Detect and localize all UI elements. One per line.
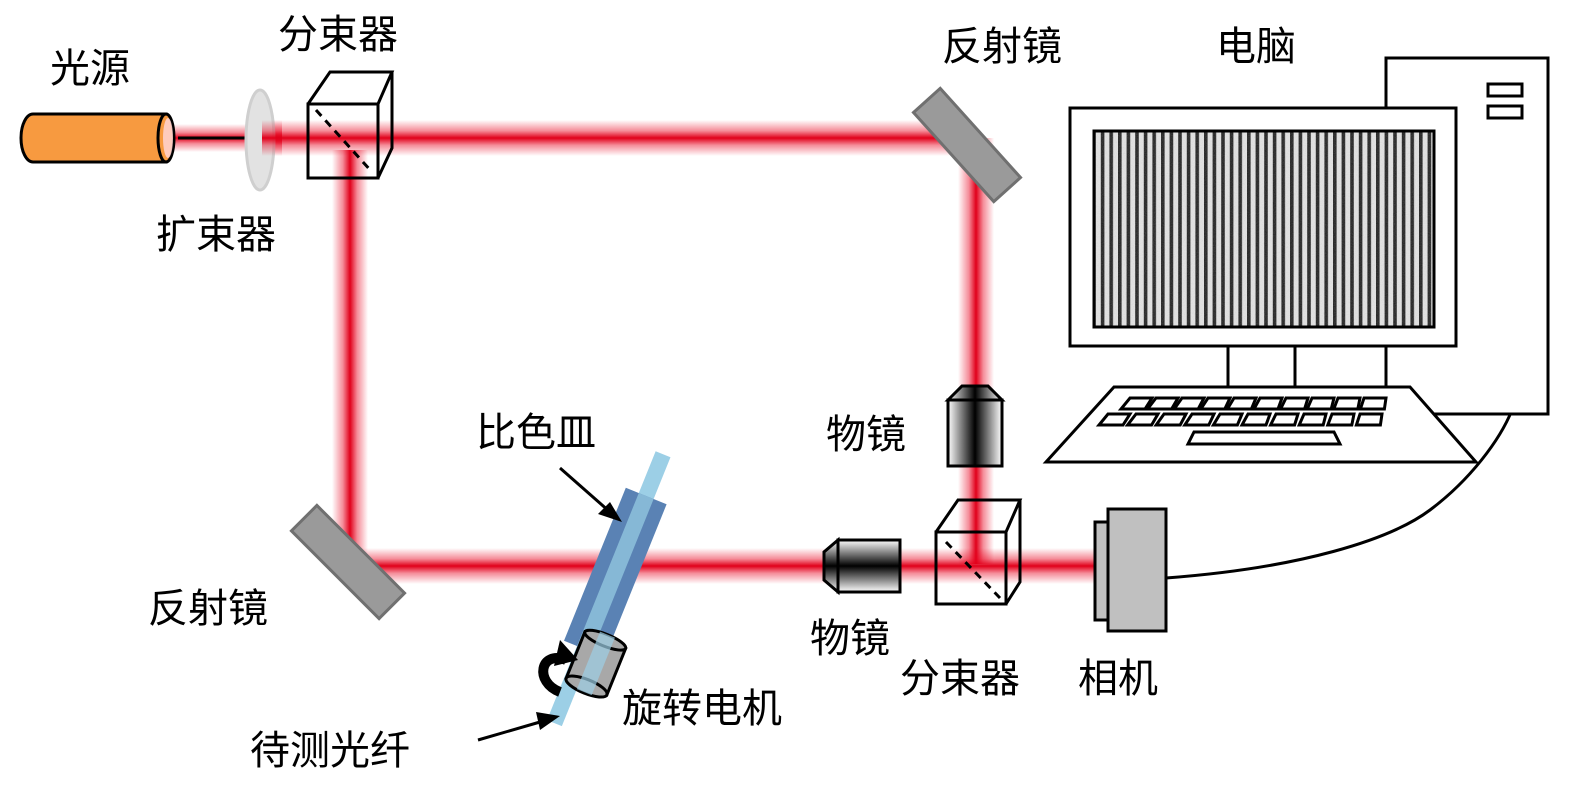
label-mirror-bottom: 反射镜 — [148, 586, 268, 632]
keyboard-key — [1304, 396, 1336, 411]
drive-bay-1 — [1486, 82, 1524, 98]
keyboard-key — [1239, 412, 1273, 427]
beam-splitter-1 — [306, 70, 395, 180]
label-cuvette: 比色皿 — [476, 410, 596, 456]
label-fiber-under-test: 待测光纤 — [250, 728, 410, 774]
camera — [1093, 507, 1168, 633]
label-camera: 相机 — [1078, 656, 1158, 702]
beam-expander — [244, 88, 282, 192]
computer — [1042, 56, 1550, 464]
objective-2 — [822, 536, 902, 596]
label-objective-bottom: 物镜 — [810, 616, 890, 662]
monitor-screen-fringes — [1092, 129, 1436, 329]
keyboard-key — [1278, 396, 1311, 411]
keyboard-spacebar — [1185, 430, 1343, 446]
keyboard-key — [1251, 396, 1285, 411]
keyboard-key — [1171, 396, 1207, 411]
light-source — [19, 112, 176, 164]
keyboard-key — [1124, 412, 1161, 427]
keyboard-key — [1153, 412, 1189, 427]
keyboard-key — [1268, 412, 1301, 427]
keyboard-key — [1095, 412, 1133, 427]
label-light-source: 光源 — [50, 46, 130, 92]
keyboard-key — [1358, 396, 1388, 411]
mirror-1 — [911, 86, 1023, 204]
keyboard-key — [1117, 396, 1155, 411]
beam-left-vertical — [332, 150, 368, 562]
keyboard-key — [1198, 396, 1233, 411]
beam-right-vertical — [958, 138, 994, 564]
label-rotation-motor: 旋转电机 — [622, 686, 782, 732]
camera-cable — [1165, 409, 1514, 580]
keyboard-key — [1224, 396, 1259, 411]
beam-splitter-2 — [934, 498, 1023, 606]
label-beam-splitter-bottom: 分束器 — [900, 656, 1020, 702]
drive-bay-2 — [1486, 104, 1524, 120]
keyboard-keys — [1095, 396, 1388, 427]
rotation-motor — [564, 628, 628, 699]
label-computer: 电脑 — [1216, 24, 1296, 70]
label-beam-splitter-top: 分束器 — [278, 12, 398, 58]
label-mirror-top: 反射镜 — [942, 24, 1062, 70]
keyboard-key — [1182, 412, 1217, 427]
keyboard-key — [1354, 412, 1384, 427]
keyboard-key — [1144, 396, 1181, 411]
beam-bottom-horizontal — [350, 548, 1095, 584]
fiber-pointer-arrow — [477, 712, 560, 742]
label-beam-expander: 扩束器 — [156, 212, 276, 258]
cuvette-pointer-arrow — [559, 466, 622, 522]
rotation-arrow-icon — [538, 640, 578, 697]
keyboard-key — [1210, 412, 1245, 427]
laser-beam-path — [170, 120, 1095, 584]
label-objective-top: 物镜 — [826, 412, 906, 458]
keyboard-key — [1325, 412, 1356, 427]
mirror-2 — [289, 503, 407, 621]
objective-1 — [944, 384, 1006, 468]
beam-top-horizontal — [262, 120, 972, 156]
keyboard-key — [1296, 412, 1328, 427]
keyboard-key — [1331, 396, 1362, 411]
